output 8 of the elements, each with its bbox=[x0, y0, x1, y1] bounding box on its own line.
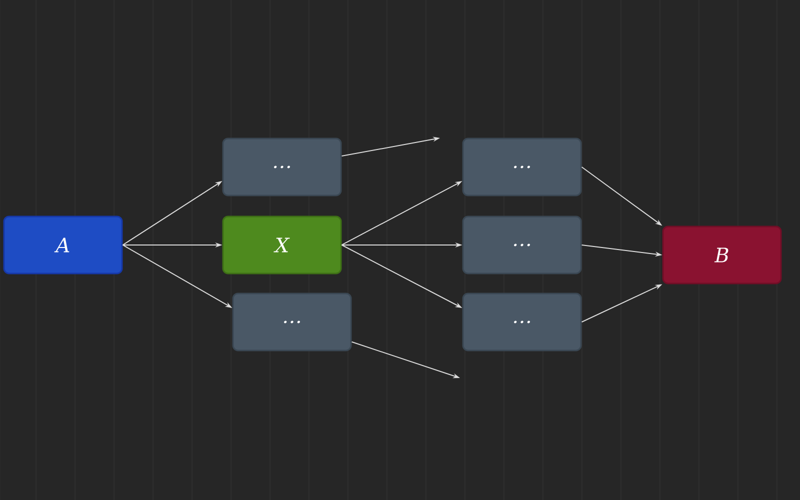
process-box: A bbox=[3, 216, 123, 274]
process-box: … bbox=[462, 292, 582, 352]
process-box: … bbox=[462, 138, 582, 196]
process-box: B bbox=[662, 226, 782, 284]
process-box: … bbox=[462, 216, 582, 274]
process-box: X bbox=[222, 216, 342, 274]
process-box: … bbox=[222, 138, 342, 196]
process-box: … bbox=[232, 292, 352, 352]
